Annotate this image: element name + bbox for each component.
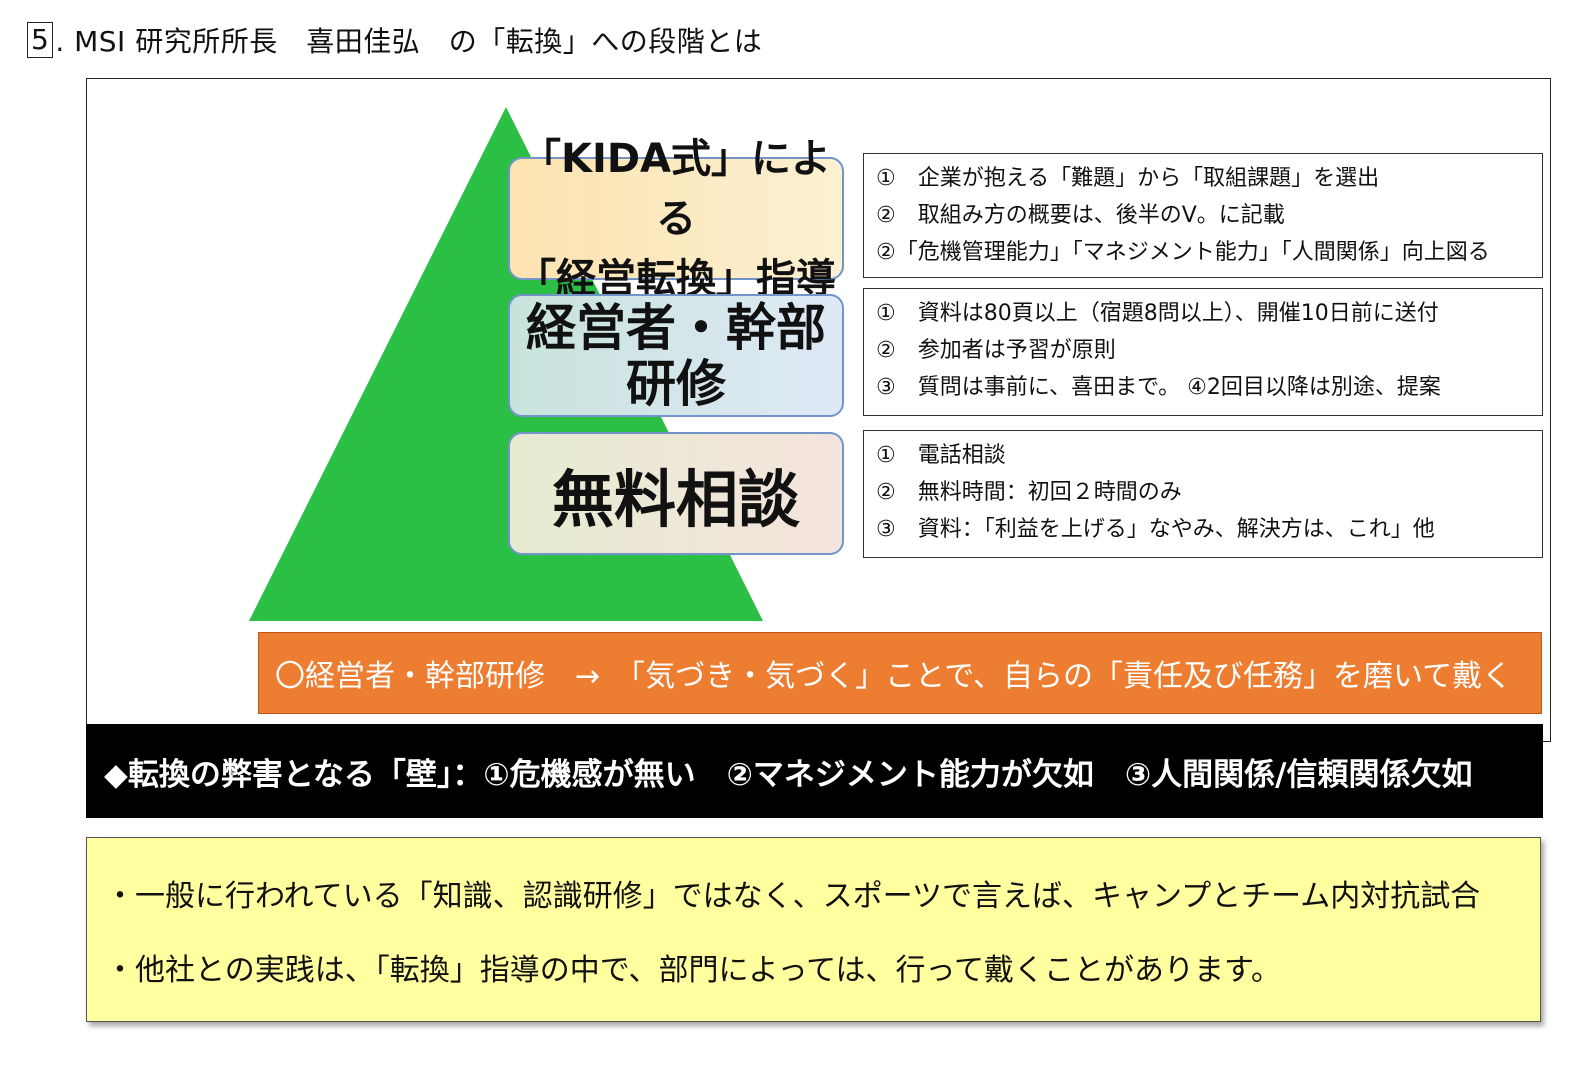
level-kida-guidance: 「KIDA式」による 「経営転換」指導 [508, 136, 844, 302]
detail-item: ② 取組み方の概要は、後半のⅤ。に記載 [876, 203, 1285, 228]
title-text: . MSI 研究所所長 喜田佳弘 の「転換」への段階とは [55, 25, 763, 58]
level-kida-line1: 「KIDA式」による [520, 135, 832, 242]
detail-item: ① 企業が抱える「難題」から「取組課題」を選出 [876, 166, 1380, 191]
detail-item: ② 無料時間：初回２時間のみ [876, 480, 1182, 505]
details-kida: ① 企業が抱える「難題」から「取組課題」を選出 ② 取組み方の概要は、後半のⅤ。… [863, 153, 1543, 278]
level-executive-training: 経営者・幹部 研修 [508, 294, 844, 417]
training-summary-banner: 〇経営者・幹部研修 → 「気づき・気づく」ことで、自らの「責任及び任務」を磨いて… [258, 632, 1542, 714]
level-executive-line1: 経営者・幹部 [526, 298, 826, 357]
details-free: ① 電話相談 ② 無料時間：初回２時間のみ ③ 資料：「利益を上げる」なやみ、解… [863, 430, 1543, 558]
level-kida-line2: 「経営転換」指導 [516, 255, 836, 302]
details-executive: ① 資料は80頁以上（宿題8問以上）、開催10日前に送付 ② 参加者は予習が原則… [863, 288, 1543, 416]
notes-box: ・一般に行われている「知識、認識研修」ではなく、スポーツで言えば、キャンプとチー… [86, 837, 1541, 1022]
detail-item: ② 参加者は予習が原則 [876, 338, 1116, 363]
detail-item: ②「危機管理能力」「マネジメント能力」「人間関係」向上図る [876, 240, 1490, 265]
page-title: 5 . MSI 研究所所長 喜田佳弘 の「転換」への段階とは [27, 18, 762, 62]
level-free-line1: 無料相談 [551, 462, 800, 536]
level-free-consultation: 無料相談 [508, 432, 844, 555]
detail-item: ③ 質問は事前に、喜田まで。 ④2回目以降は別途、提案 [876, 375, 1441, 400]
detail-item: ③ 資料：「利益を上げる」なやみ、解決方は、これ」他 [876, 517, 1435, 542]
note-item: ・一般に行われている「知識、認識研修」ではなく、スポーツで言えば、キャンプとチー… [105, 879, 1481, 914]
barriers-banner: ◆転換の弊害となる「壁」：①危機感が無い ②マネジメント能力が欠如 ③人間関係/… [86, 724, 1543, 818]
detail-item: ① 電話相談 [876, 443, 1006, 468]
detail-item: ① 資料は80頁以上（宿題8問以上）、開催10日前に送付 [876, 301, 1439, 326]
note-item: ・他社との実践は、「転換」指導の中で、部門によっては、行って戴くことがあります。 [105, 953, 1281, 988]
level-executive-line2: 研修 [626, 354, 726, 413]
section-number: 5 [27, 22, 54, 58]
